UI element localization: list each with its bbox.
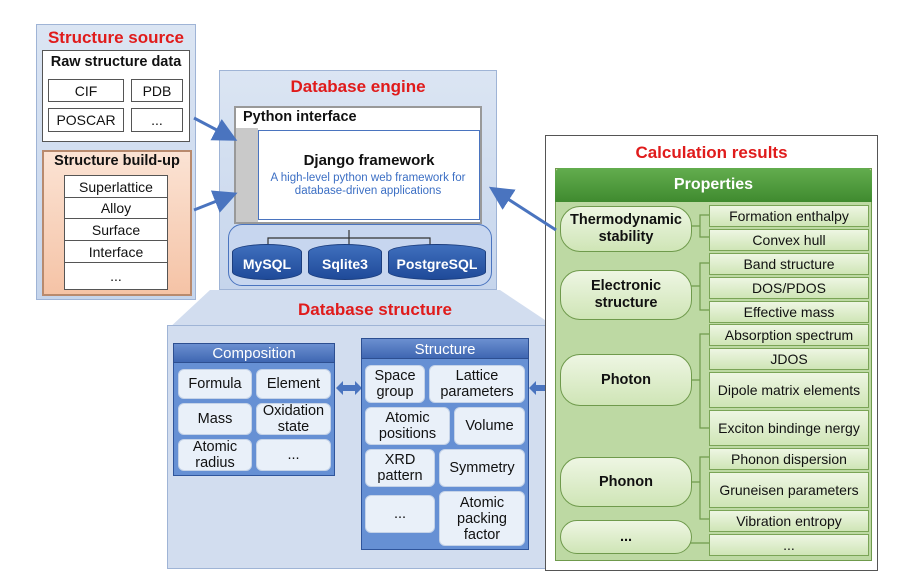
- group-thermodynamic-stability: Thermodynamic stability: [560, 206, 692, 252]
- buildup-item-alloy: Alloy: [64, 197, 168, 218]
- raw-structure-title: Raw structure data: [50, 54, 182, 70]
- composition-formula: Formula: [178, 369, 252, 399]
- group-electronic-structure: Electronic structure: [560, 270, 692, 320]
- composition-atomic-radius: Atomic radius: [178, 439, 252, 471]
- django-description: A high-level python web framework for da…: [270, 172, 466, 197]
- structure-atomic-packing-factor: Atomic packing factor: [439, 491, 525, 546]
- prop-dos-pdos: DOS/PDOS: [709, 277, 869, 299]
- prop-formation-enthalpy: Formation enthalpy: [709, 205, 869, 227]
- buildup-item-surface: Surface: [64, 218, 168, 240]
- double-arrow-left: [336, 381, 362, 395]
- structure-space-group: Space group: [365, 365, 425, 403]
- group-brackets: [690, 214, 709, 544]
- group-photon: Photon: [560, 354, 692, 406]
- prop-more: ...: [709, 534, 869, 556]
- database-structure-title: Database structure: [297, 300, 452, 319]
- structure-atomic-positions: Atomic positions: [365, 407, 450, 445]
- composition-header: Composition: [173, 343, 335, 363]
- prop-gruneisen-parameters: Gruneisen parameters: [709, 472, 869, 508]
- prop-convex-hull: Convex hull: [709, 229, 869, 251]
- group-more: ...: [560, 520, 692, 554]
- prop-dipole-matrix-elements: Dipole matrix elements: [709, 372, 869, 408]
- structure-more: ...: [365, 495, 435, 533]
- structure-lattice-parameters: Lattice parameters: [429, 365, 525, 403]
- structure-symmetry: Symmetry: [439, 449, 525, 487]
- group-phonon: Phonon: [560, 457, 692, 507]
- structure-volume: Volume: [454, 407, 525, 445]
- prop-phonon-dispersion: Phonon dispersion: [709, 448, 869, 470]
- structure-header: Structure: [361, 338, 529, 359]
- buildup-item-more: ...: [64, 262, 168, 290]
- django-title: Django framework: [303, 152, 435, 169]
- composition-mass: Mass: [178, 403, 252, 435]
- db-sqlite3: Sqlite3: [308, 244, 382, 280]
- arrow-buildup-to-engine: [193, 190, 238, 213]
- structure-xrd-pattern: XRD pattern: [365, 449, 435, 487]
- raw-item-poscar: POSCAR: [48, 108, 124, 132]
- properties-header: Properties: [555, 168, 872, 202]
- arrow-results-to-engine: [488, 186, 557, 232]
- buildup-item-interface: Interface: [64, 240, 168, 262]
- composition-more: ...: [256, 439, 331, 471]
- prop-vibration-entropy: Vibration entropy: [709, 510, 869, 532]
- raw-item-pdb: PDB: [131, 79, 183, 102]
- calculation-results-title: Calculation results: [635, 143, 788, 162]
- prop-effective-mass: Effective mass: [709, 301, 869, 323]
- django-box: [258, 130, 480, 220]
- composition-oxidation-state: Oxidation state: [256, 403, 331, 435]
- database-engine-title: Database engine: [290, 77, 426, 96]
- structure-source-title: Structure source: [47, 28, 185, 47]
- prop-band-structure: Band structure: [709, 253, 869, 275]
- buildup-item-superlattice: Superlattice: [64, 175, 168, 197]
- db-postgresql: PostgreSQL: [388, 244, 486, 280]
- db-mysql: MySQL: [232, 244, 302, 280]
- structure-buildup-title: Structure build-up: [54, 153, 180, 169]
- raw-item-more: ...: [131, 108, 183, 132]
- prop-exciton-binding-energy: Exciton bindinge nergy: [709, 410, 869, 446]
- prop-absorption-spectrum: Absorption spectrum: [709, 324, 869, 346]
- composition-element: Element: [256, 369, 331, 399]
- prop-jdos: JDOS: [709, 348, 869, 370]
- python-interface-title: Python interface: [243, 109, 357, 125]
- python-interface-side: [236, 128, 258, 222]
- arrow-raw-to-engine: [193, 116, 238, 141]
- raw-item-cif: CIF: [48, 79, 124, 102]
